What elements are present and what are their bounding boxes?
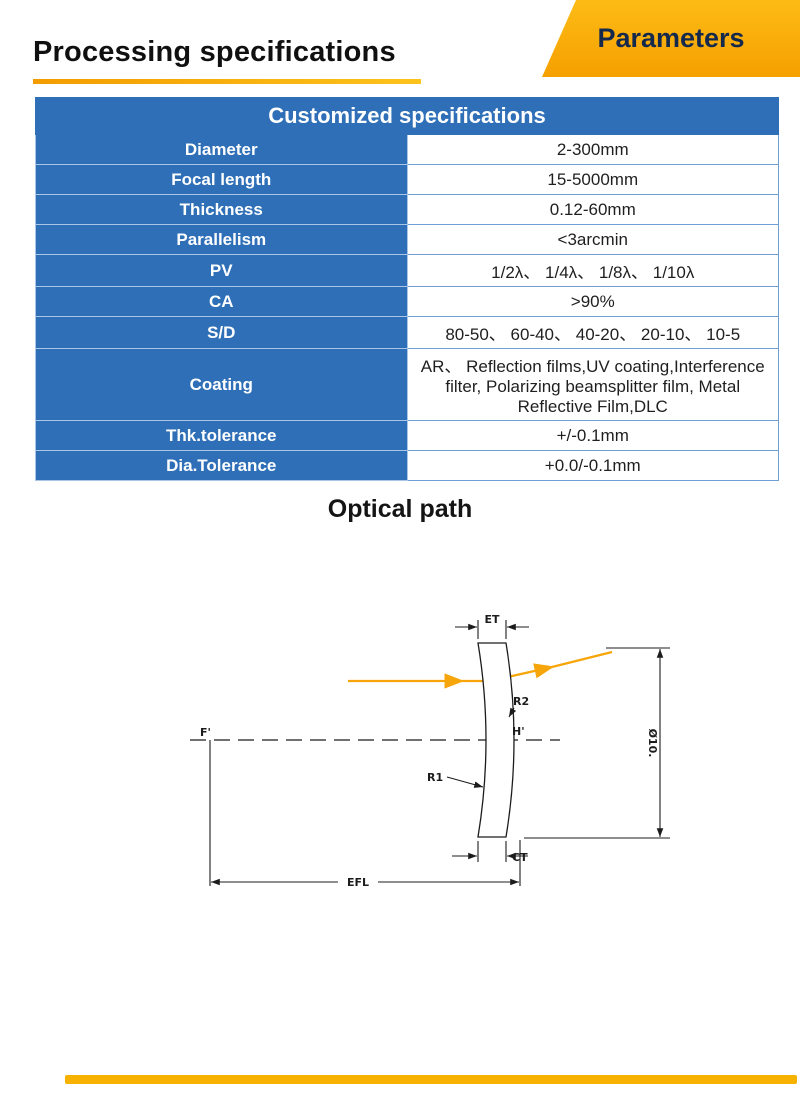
r2-leader: R2 — [508, 695, 529, 718]
ct-dimension: CT — [452, 841, 528, 864]
row-value: <3arcmin — [406, 224, 779, 255]
row-label: Dia.Tolerance — [35, 450, 408, 481]
table-row: PV 1/2λ、 1/4λ、 1/8λ、 1/10λ — [35, 254, 779, 287]
row-label: Focal length — [35, 164, 408, 195]
table-row: Dia.Tolerance +0.0/-0.1mm — [35, 450, 779, 481]
table-row: CA >90% — [35, 286, 779, 317]
row-label: Thk.tolerance — [35, 420, 408, 451]
spec-table-title: Customized specifications — [35, 97, 779, 135]
optical-path-diagram: ET R2 R1 F' H' Ø10. CT EFL — [190, 613, 670, 889]
et-label: ET — [484, 613, 500, 626]
parameters-banner-label: Parameters — [597, 23, 745, 53]
row-label: CA — [35, 286, 408, 317]
row-label: Coating — [35, 348, 408, 421]
r2-label: R2 — [513, 695, 529, 708]
row-value: +0.0/-0.1mm — [406, 450, 779, 481]
lens-outline — [477, 642, 515, 838]
table-row: Coating AR、 Reflection films,UV coating,… — [35, 348, 779, 421]
row-label: S/D — [35, 316, 408, 349]
row-label: Diameter — [35, 134, 408, 165]
efl-dimension: EFL — [209, 740, 521, 889]
optical-path-title: Optical path — [327, 495, 473, 523]
diameter-dimension: Ø10. — [524, 647, 670, 839]
f-prime-label: F' — [200, 726, 211, 739]
table-row: Diameter 2-300mm — [35, 134, 779, 165]
title-underline-divider — [33, 79, 421, 84]
r1-leader: R1 — [427, 771, 484, 788]
row-value: AR、 Reflection films,UV coating,Interfer… — [406, 348, 779, 421]
et-dimension: ET — [455, 613, 529, 639]
spec-table: Customized specifications Diameter 2-300… — [35, 97, 779, 481]
row-value: 15-5000mm — [406, 164, 779, 195]
row-label: Thickness — [35, 194, 408, 225]
row-label: Parallelism — [35, 224, 408, 255]
h-prime-label: H' — [512, 725, 525, 738]
row-value: >90% — [406, 286, 779, 317]
row-value: +/-0.1mm — [406, 420, 779, 451]
efl-label: EFL — [347, 876, 369, 889]
table-row: Thickness 0.12-60mm — [35, 194, 779, 225]
spec-table-header-row: Customized specifications — [35, 97, 779, 135]
bottom-accent-bar — [65, 1075, 797, 1084]
table-row: Parallelism <3arcmin — [35, 224, 779, 255]
page-title: Processing specifications — [33, 36, 396, 68]
row-value: 80-50、 60-40、 40-20、 20-10、 10-5 — [406, 316, 779, 349]
row-label: PV — [35, 254, 408, 287]
row-value: 2-300mm — [406, 134, 779, 165]
row-value: 1/2λ、 1/4λ、 1/8λ、 1/10λ — [406, 254, 779, 287]
parameters-banner: Parameters — [542, 0, 800, 77]
r1-label: R1 — [427, 771, 443, 784]
diameter-label: Ø10. — [646, 729, 659, 758]
row-value: 0.12-60mm — [406, 194, 779, 225]
table-row: Focal length 15-5000mm — [35, 164, 779, 195]
table-row: S/D 80-50、 60-40、 40-20、 20-10、 10-5 — [35, 316, 779, 349]
table-row: Thk.tolerance +/-0.1mm — [35, 420, 779, 451]
